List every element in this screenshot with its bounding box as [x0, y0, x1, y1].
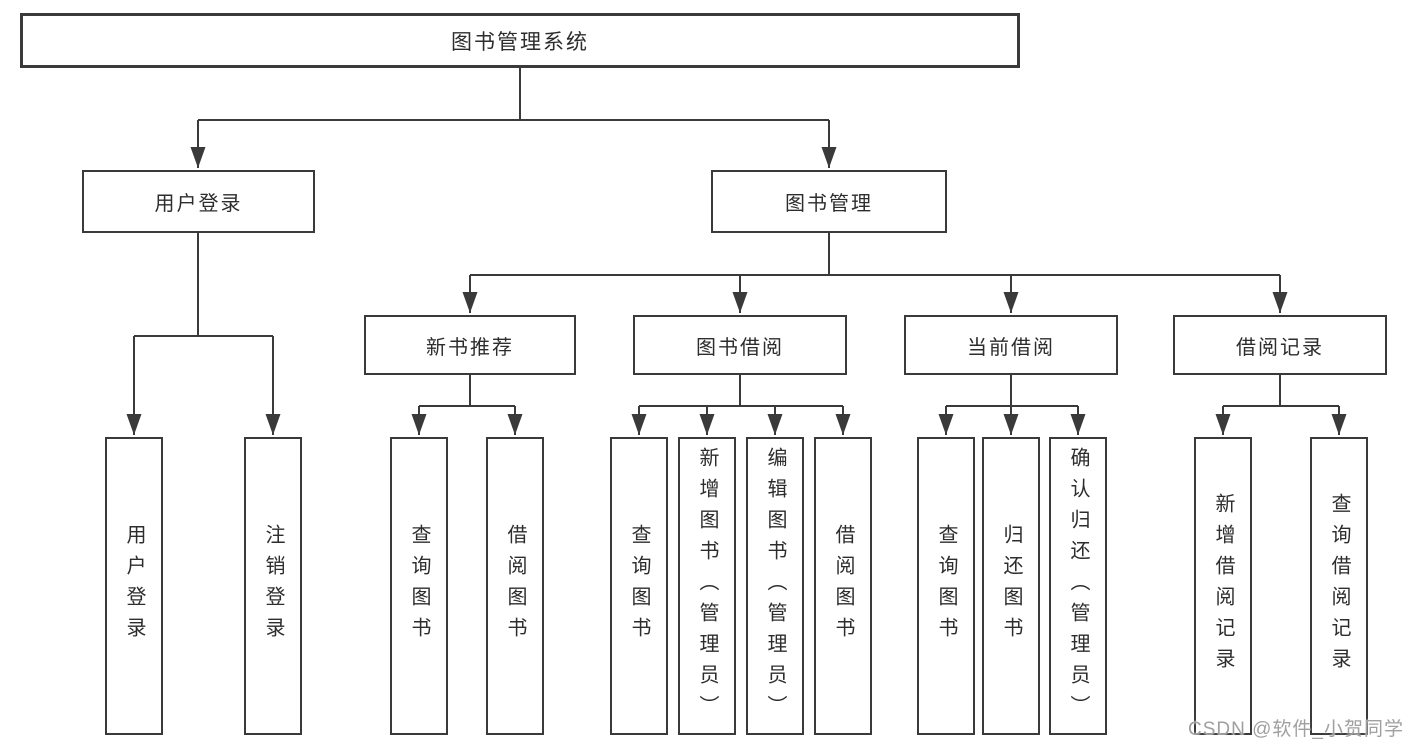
leaf-borrow-books-2: 借阅图书 — [814, 437, 872, 735]
node-book-borrow: 图书借阅 — [633, 315, 847, 375]
leaf-label: 新增图书（管理员） — [696, 446, 718, 726]
leaf-label: 借阅图书 — [832, 524, 854, 648]
leaf-query-books-3: 查询图书 — [917, 437, 975, 735]
leaf-return-books: 归还图书 — [982, 437, 1040, 735]
leaf-label: 编辑图书（管理员） — [764, 446, 786, 726]
leaf-label: 查询借阅记录 — [1328, 493, 1350, 679]
leaf-label: 归还图书 — [1000, 524, 1022, 648]
leaf-user-login: 用户登录 — [105, 437, 163, 735]
leaf-confirm-return-admin: 确认归还（管理员） — [1049, 437, 1107, 735]
leaf-query-borrow-record: 查询借阅记录 — [1310, 437, 1368, 735]
node-book-management: 图书管理 — [711, 170, 947, 233]
leaf-add-borrow-record: 新增借阅记录 — [1194, 437, 1252, 735]
csdn-watermark: CSDN @软件_小贺同学 — [1188, 719, 1404, 740]
leaf-query-books-1: 查询图书 — [390, 437, 448, 735]
leaf-label: 新增借阅记录 — [1212, 493, 1234, 679]
leaf-query-books-2: 查询图书 — [610, 437, 668, 735]
node-new-book-recommend: 新书推荐 — [364, 315, 576, 375]
node-user-login: 用户登录 — [82, 170, 315, 233]
node-root-system: 图书管理系统 — [20, 13, 1020, 68]
leaf-label: 确认归还（管理员） — [1067, 446, 1089, 726]
leaf-label: 查询图书 — [935, 524, 957, 648]
leaf-label: 用户登录 — [123, 524, 145, 648]
leaf-edit-books-admin: 编辑图书（管理员） — [746, 437, 804, 735]
leaf-label: 查询图书 — [628, 524, 650, 648]
leaf-borrow-books-1: 借阅图书 — [486, 437, 544, 735]
leaf-add-books-admin: 新增图书（管理员） — [678, 437, 736, 735]
leaf-label: 注销登录 — [262, 524, 284, 648]
leaf-logout: 注销登录 — [244, 437, 302, 735]
node-current-borrow: 当前借阅 — [904, 315, 1118, 375]
leaf-label: 查询图书 — [408, 524, 430, 648]
leaf-label: 借阅图书 — [504, 524, 526, 648]
node-borrow-record: 借阅记录 — [1173, 315, 1387, 375]
